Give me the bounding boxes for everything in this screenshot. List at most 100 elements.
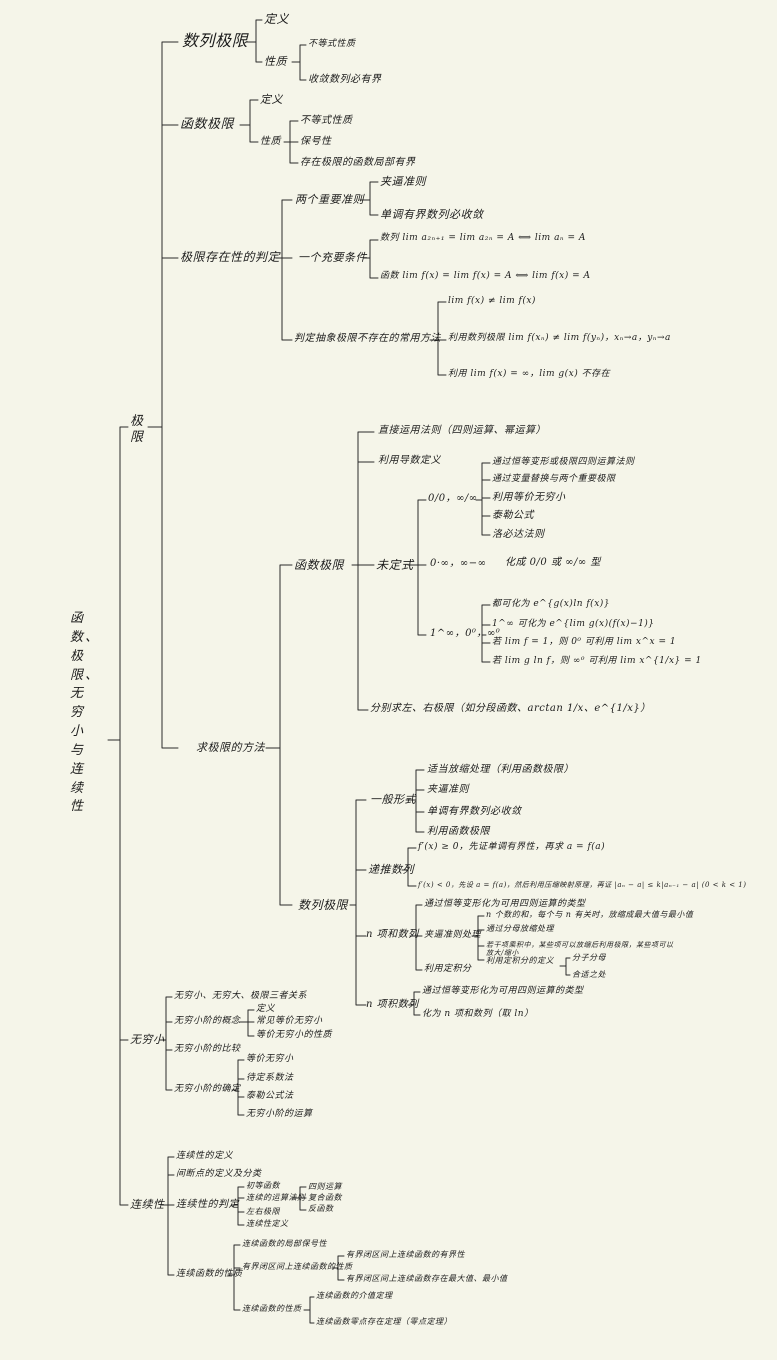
node-tr1: 夹逼准则 [380,175,426,188]
node-c4: 连续函数的性质 [176,1269,243,1279]
node-tr2: 单调有界数列必收敛 [380,208,484,221]
node-func-limit: 函数极限 [180,117,235,132]
node-fl-prop: 性质 [260,136,281,147]
connector-root [107,426,129,1206]
node-c3b: 连续的运算法则 [246,1193,306,1202]
connector-nsum [409,904,571,976]
node-nprod1: 通过恒等变形化为可用四则运算的类型 [422,986,584,996]
node-c3b2: 复合函数 [308,1193,342,1202]
node-c3: 连续性的判定 [176,1199,239,1210]
node-ns-func: 函数 lim f(x) = lim f(x) = A ⟺ lim f(x) = … [380,271,591,281]
node-undet: 未定式 [376,558,414,572]
node-zz1: 通过恒等变形或极限四则运算法则 [492,457,635,467]
node-nsum2a: n 个数的和，每个与 n 有关时，放缩成最大值与最小值 [486,910,694,919]
node-fm2: 利用导数定义 [378,455,441,466]
node-pw4: 若 lim g ln f，则 ∞⁰ 可利用 lim x^{1/x} = 1 [492,656,702,666]
node-nonexist: 判定抽象极限不存在的常用方法 [294,333,441,344]
node-gen1: 适当放缩处理（利用函数极限） [427,764,574,775]
connector-sm [349,799,367,1006]
node-seq-prop: 性质 [264,55,287,68]
node-c4c1: 连续函数的介值定理 [316,1291,393,1300]
node-ne3: 利用 lim f(x) = ∞，lim g(x) 不存在 [448,369,611,379]
node-rec2: f′(x) < 0，先设 a = f(a)，然后利用压缩映射原理，再证 |aₙ … [418,881,747,889]
node-cont: 连续性 [130,1198,165,1211]
node-c4a: 连续函数的局部保号性 [242,1239,327,1248]
node-fl-prop2: 保号性 [300,136,332,147]
connector-inf [159,996,255,1116]
node-inf4d: 无穷小阶的运算 [246,1109,313,1119]
node-inf2a: 定义 [256,1004,276,1014]
connector-undet [407,462,491,663]
node-c3b3: 反函数 [308,1204,334,1213]
node-seq-prop1: 不等式性质 [308,39,356,49]
node-inf2b: 常见等价无穷小 [256,1016,323,1026]
node-sm: 数列极限 [298,898,349,912]
node-nprod2: 化为 n 项和数列（取 ln） [422,1009,534,1019]
node-inf1: 无穷小、无穷大、极限三者关系 [174,991,308,1001]
node-inf4b: 待定系数法 [246,1073,294,1083]
connector-fm [351,431,375,711]
node-c2: 间断点的定义及分类 [176,1169,262,1179]
node-nec-suff: 一个充要条件 [298,251,367,264]
node-nsum2: 夹逼准则处理 [424,930,482,940]
connector-rec [401,847,417,887]
node-zi: 0·∞，∞−∞ [430,558,487,569]
node-inf4a: 等价无穷小 [246,1054,294,1064]
node-method: 求极限的方法 [196,741,265,754]
node-inf4c: 泰勒公式法 [246,1091,294,1101]
node-nsum2d2: 合适之处 [572,970,606,979]
node-ns-seq: 数列 lim a₂ₙ₊₁ = lim a₂ₙ = A ⟺ lim aₙ = A [380,233,586,243]
node-nprod: n 项积数列 [366,999,419,1010]
root-title: 函数、极限、无穷小与连续性 [70,611,101,815]
node-fl-prop3: 存在极限的函数局部有界 [300,157,416,168]
node-fm: 函数极限 [294,558,345,572]
node-gen3: 单调有界数列必收敛 [427,806,522,817]
node-c4b1: 有界闭区间上连续函数的有界性 [346,1250,465,1259]
connector-nprod [407,991,421,1016]
node-pw2: 1^∞ 可化为 e^{lim g(x)(f(x)−1)} [492,619,655,629]
node-zz: 0/0，∞/∞ [428,493,478,504]
node-gen2: 夹逼准则 [427,784,469,795]
node-c4b2: 有界闭区间上连续函数存在最大值、最小值 [346,1274,508,1283]
connector-cont [161,1156,345,1324]
node-c4b: 有界闭区间上连续函数的性质 [242,1262,353,1271]
node-nsum2b: 通过分母放缩处理 [486,924,554,933]
node-ne1: lim f(x) ≠ lim f(x) [448,296,536,306]
connector-limit [147,41,179,749]
node-inf: 无穷小 [130,1033,165,1046]
node-nsum3: 利用定积分 [424,964,472,974]
node-two-rules: 两个重要准则 [295,193,364,206]
node-limit: 极限 [130,414,144,445]
node-ne2: 利用数列极限 lim f(xₙ) ≠ lim f(yₙ)，xₙ→a，yₙ→a [448,333,671,343]
node-c3a: 初等函数 [246,1181,280,1190]
node-zi-note: 化成 0/0 或 ∞/∞ 型 [505,557,601,568]
node-gen: 一般形式 [370,793,416,806]
node-seq-prop2: 收敛数列必有界 [308,74,382,85]
node-fl-prop1: 不等式性质 [300,115,353,126]
node-zz3: 利用等价无穷小 [492,492,566,503]
node-c3b1: 四则运算 [308,1182,342,1191]
node-pw: 1^∞，0⁰，∞⁰ [430,628,501,639]
node-fm3: 分别求左、右极限（如分段函数、arctan 1/x、e^{1/x}） [370,703,651,714]
node-inf2: 无穷小阶的概念 [174,1016,241,1026]
node-inf2c: 等价无穷小的性质 [256,1030,333,1040]
node-inf3: 无穷小阶的比较 [174,1044,241,1054]
connector-func-limit [239,99,299,164]
node-fm1: 直接运用法则（四则运算、幂运算） [378,425,546,436]
node-seq-def: 定义 [264,12,290,26]
node-fl-def: 定义 [260,93,283,106]
node-nsum2d1: 分子分母 [572,953,606,962]
connector-seq-limit [245,19,307,81]
node-c1: 连续性的定义 [176,1151,234,1161]
node-c4c2: 连续函数零点存在定理（零点定理） [316,1317,452,1326]
node-zz5: 洛必达法则 [492,529,545,540]
connector-gen [405,769,425,833]
node-nsum2d: 利用定积分的定义 [486,956,554,965]
node-zz4: 泰勒公式 [492,510,534,521]
connector-method [265,564,293,906]
node-c3d: 连续性定义 [246,1219,289,1228]
node-inf4: 无穷小阶的确定 [174,1084,241,1094]
node-nsum1: 通过恒等变形化为可用四则运算的类型 [424,899,586,909]
node-c4c: 连续函数的性质 [242,1304,302,1313]
